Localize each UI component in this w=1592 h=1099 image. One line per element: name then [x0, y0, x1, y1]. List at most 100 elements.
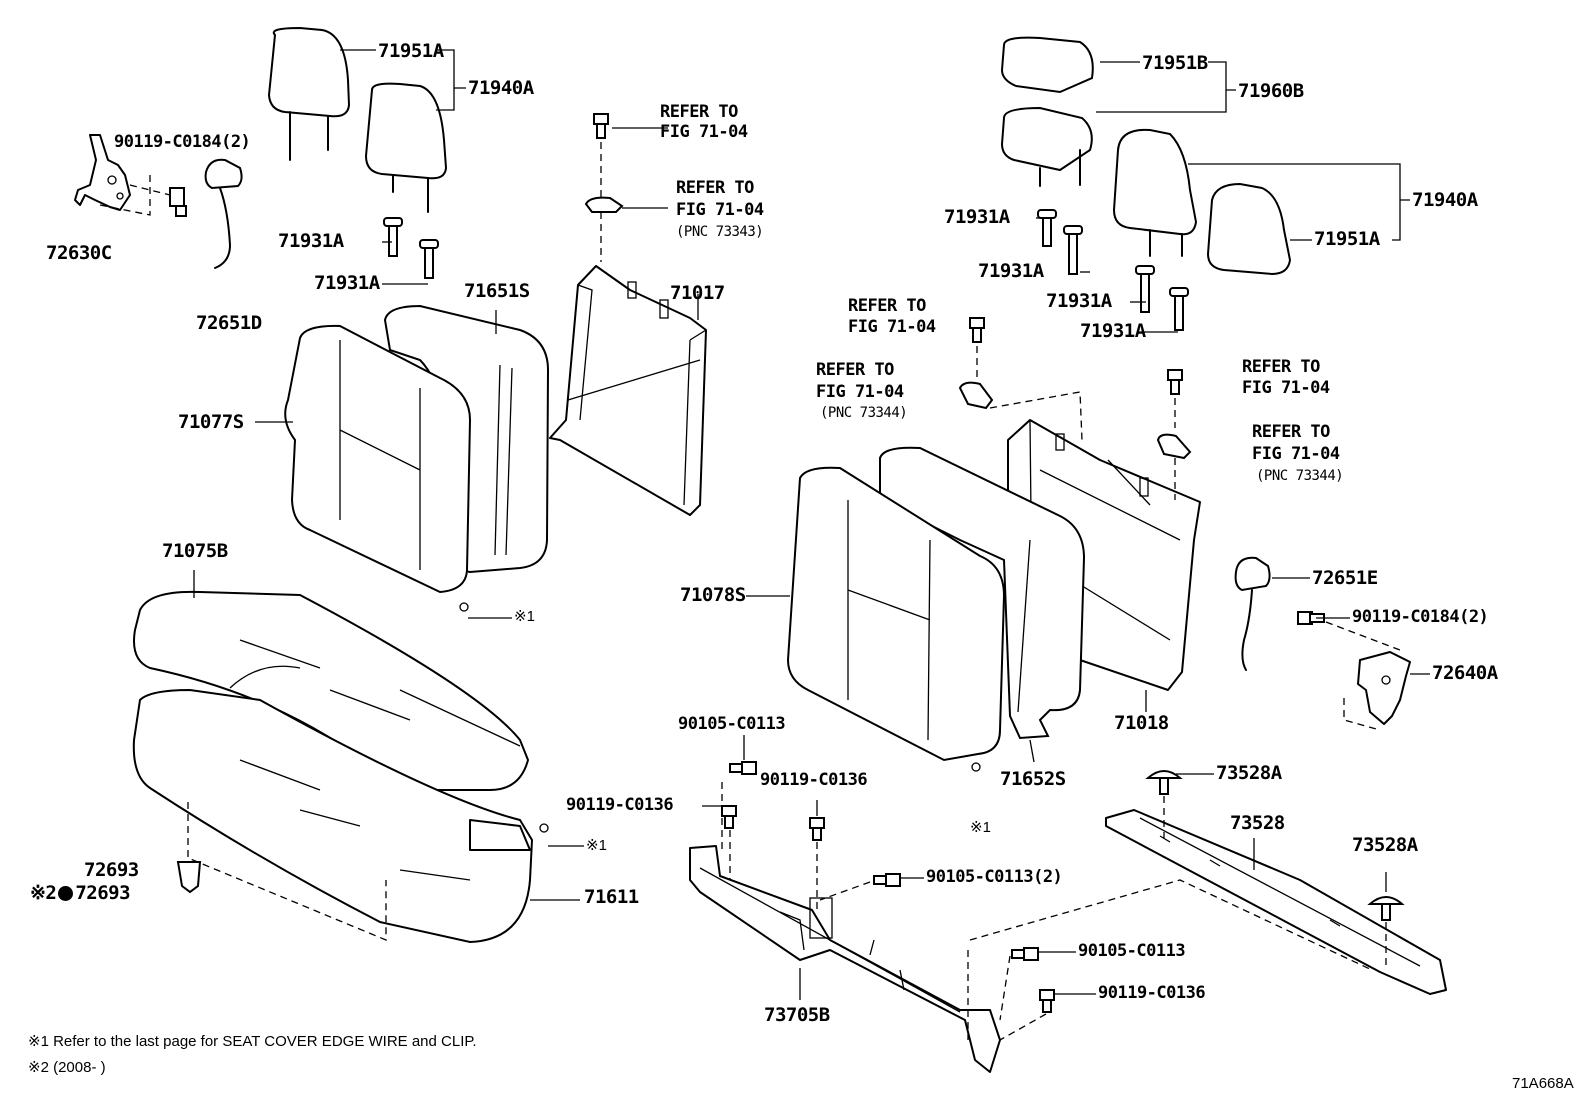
bolt-90105-b [1011, 947, 1039, 961]
label-71652S: 71652S [1000, 768, 1066, 790]
bezel-right-1 [958, 381, 994, 410]
refer-to-5: REFER TO [1242, 357, 1320, 377]
headrest-left-rear [267, 26, 351, 161]
mark-2: ※2 [30, 882, 57, 904]
headrest-right-1 [1000, 36, 1094, 94]
clip-73528A-b [1367, 896, 1405, 921]
seat-cushion-cover [133, 590, 530, 791]
label-72630C: 72630C [46, 242, 112, 264]
seatback-frame-left [549, 265, 707, 516]
label-71940A-right: 71940A [1412, 189, 1478, 211]
clip-right-1 [969, 317, 985, 343]
seatback-cushion-right [786, 466, 1006, 762]
label-71931A-left-2: 71931A [314, 272, 380, 294]
label-90105-C0113-b: 90105-C0113 [1078, 941, 1186, 961]
label-71951A-left: 71951A [378, 40, 444, 62]
bolt-90119-a [721, 805, 737, 829]
mark-1-c: ※1 [970, 819, 991, 836]
bolt-90105-2 [873, 873, 901, 887]
refer-fig-6: FIG 71-04 [1252, 444, 1340, 464]
label-71951B: 71951B [1142, 52, 1208, 74]
mark-1-b: ※1 [586, 837, 607, 854]
seat-cushion-pad [132, 688, 534, 944]
label-72651D: 72651D [196, 312, 262, 334]
label-71078S: 71078S [680, 584, 746, 606]
refer-to-2: REFER TO [676, 178, 754, 198]
bezel-right-2 [1156, 433, 1192, 460]
label-71651S: 71651S [464, 280, 530, 302]
footnote-2: ※2 (2008- ) [28, 1059, 106, 1076]
bolt-90119-b [809, 817, 825, 841]
label-72693: 72693 [84, 859, 139, 881]
latch-cable-right [1234, 556, 1271, 671]
label-90119-C0184-right: 90119-C0184(2) [1352, 607, 1489, 627]
label-71018: 71018 [1114, 712, 1169, 734]
refer-pnc-73343: (PNC 73343) [676, 224, 764, 240]
refer-to-1: REFER TO [660, 102, 738, 122]
refer-fig-5: FIG 71-04 [1242, 378, 1330, 398]
label-71931A-right-3: 71931A [1046, 290, 1112, 312]
label-71940A-left: 71940A [468, 77, 534, 99]
label-90105-C0113-a: 90105-C0113 [678, 714, 786, 734]
seat-cushion-frame [469, 819, 531, 851]
bolt-90119-c [1039, 989, 1055, 1013]
refer-fig-1: FIG 71-04 [660, 122, 748, 142]
guide-right-1 [1037, 209, 1057, 247]
filled-circle-icon [58, 886, 74, 901]
label-71075B: 71075B [162, 540, 228, 562]
label-90119-C0136-b: 90119-C0136 [760, 770, 868, 790]
seat-hinge-frame [689, 845, 1001, 1073]
clip-73528A-a [1145, 770, 1183, 795]
guide-right-3 [1135, 265, 1155, 313]
label-71951A-right: 71951A [1314, 228, 1380, 250]
hinge-bracket-left [74, 134, 131, 211]
refer-fig-4: FIG 71-04 [816, 382, 904, 402]
label-73528: 73528 [1230, 812, 1285, 834]
headrest-right-4 [1206, 182, 1292, 276]
label-72640A: 72640A [1432, 662, 1498, 684]
latch-cable-left [204, 158, 243, 269]
label-90119-C0136-a: 90119-C0136 [566, 795, 674, 815]
label-90119-C0136-c: 90119-C0136 [1098, 983, 1206, 1003]
seat-rail-73528 [1105, 809, 1447, 995]
guide-left-2 [419, 239, 439, 279]
clip-72693 [176, 861, 202, 894]
headrest-right-2 [1000, 106, 1093, 187]
refer-to-4: REFER TO [816, 360, 894, 380]
bolt-90105-a [729, 761, 757, 775]
label-72693-b: 72693 [75, 882, 131, 904]
refer-fig-3: FIG 71-04 [848, 317, 936, 337]
footnote-1: ※1 Refer to the last page for SEAT COVER… [28, 1033, 477, 1050]
clip-top-left [593, 113, 609, 139]
guide-right-2 [1063, 225, 1083, 275]
label-90119-C0184-left: 90119-C0184(2) [114, 132, 251, 152]
label-90105-C0113-2: 90105-C0113(2) [926, 867, 1063, 887]
mark-1-a: ※1 [514, 608, 535, 625]
leader-lines [193, 49, 1430, 1000]
label-71611: 71611 [584, 886, 639, 908]
guide-left-1 [383, 217, 403, 257]
seatback-cover-right [879, 446, 1086, 740]
bezel-left [584, 196, 624, 213]
label-73528A-b: 73528A [1352, 834, 1418, 856]
refer-to-6: REFER TO [1252, 422, 1330, 442]
label-71931A-right-1: 71931A [944, 206, 1010, 228]
clip-right-2 [1167, 369, 1183, 395]
label-72651E: 72651E [1312, 567, 1378, 589]
label-71931A-left-1: 71931A [278, 230, 344, 252]
label-71077S: 71077S [178, 411, 244, 433]
refer-pnc-73344-b: (PNC 73344) [1256, 468, 1344, 484]
guide-right-4 [1169, 287, 1189, 331]
drawing-code: 71A668A [1512, 1075, 1574, 1092]
seatback-cushion-left [284, 324, 472, 594]
refer-fig-2: FIG 71-04 [676, 200, 764, 220]
bolt-left [169, 187, 187, 217]
label-71931A-right-2: 71931A [978, 260, 1044, 282]
label-72693-2008: ※2 72693 [30, 882, 131, 904]
headrest-left-front [364, 82, 448, 213]
label-71960B: 71960B [1238, 80, 1304, 102]
label-73705B: 73705B [764, 1004, 830, 1026]
label-71017: 71017 [670, 282, 725, 304]
